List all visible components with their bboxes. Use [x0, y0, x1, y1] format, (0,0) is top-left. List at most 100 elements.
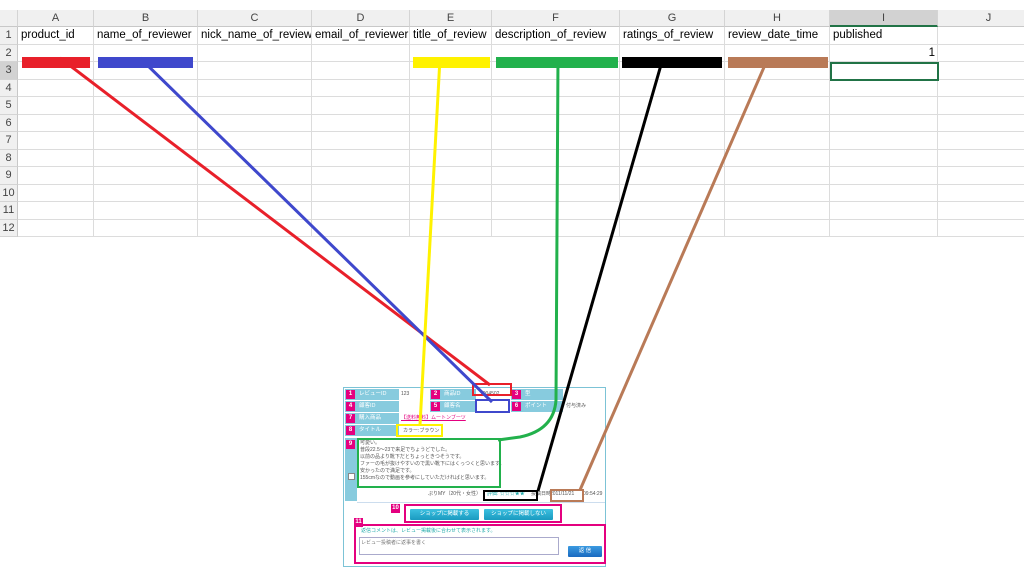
selected-cell-i3[interactable] — [830, 62, 939, 81]
cell[interactable] — [198, 219, 312, 237]
cell[interactable] — [312, 62, 410, 80]
column-header-I[interactable]: I — [830, 10, 938, 27]
publish-button[interactable]: ショップに掲載する — [410, 509, 479, 520]
header-cell[interactable]: description_of_review — [492, 27, 620, 45]
cell[interactable] — [620, 202, 725, 220]
cell[interactable] — [94, 132, 198, 150]
column-header-E[interactable]: E — [410, 10, 492, 27]
cell[interactable] — [492, 184, 620, 202]
cell[interactable] — [830, 219, 938, 237]
cell[interactable] — [312, 97, 410, 115]
cell[interactable] — [938, 132, 1024, 150]
cell[interactable] — [198, 202, 312, 220]
cell[interactable] — [620, 219, 725, 237]
cell[interactable] — [492, 149, 620, 167]
cell[interactable] — [492, 132, 620, 150]
column-header-F[interactable]: F — [492, 10, 620, 27]
send-button[interactable]: 返 信 — [568, 546, 602, 557]
cell[interactable] — [938, 185, 1024, 202]
cell[interactable] — [492, 202, 620, 220]
cell[interactable] — [938, 115, 1024, 132]
cell[interactable] — [198, 79, 312, 97]
cell[interactable] — [725, 149, 830, 167]
cell[interactable] — [725, 97, 830, 115]
cell[interactable] — [725, 79, 830, 97]
row-header-3[interactable]: 3 — [0, 62, 18, 80]
cell[interactable] — [725, 62, 830, 80]
cell[interactable] — [410, 79, 492, 97]
row-header-7[interactable]: 7 — [0, 132, 18, 150]
cell[interactable] — [312, 167, 410, 185]
row-header-5[interactable]: 5 — [0, 97, 18, 115]
cell[interactable] — [620, 149, 725, 167]
cell[interactable] — [830, 114, 938, 132]
cell[interactable] — [18, 184, 94, 202]
cell[interactable] — [94, 149, 198, 167]
header-cell[interactable]: ratings_of_review — [620, 27, 725, 45]
cell[interactable] — [410, 219, 492, 237]
header-cell[interactable]: nick_name_of_reviewer — [198, 27, 312, 45]
column-header-G[interactable]: G — [620, 10, 725, 27]
row-header-8[interactable]: 8 — [0, 149, 18, 167]
cell[interactable] — [198, 184, 312, 202]
cell[interactable] — [938, 167, 1024, 185]
select-all-corner[interactable] — [0, 10, 18, 27]
cell[interactable] — [198, 114, 312, 132]
cell[interactable] — [410, 97, 492, 115]
cell[interactable] — [725, 114, 830, 132]
row-header-6[interactable]: 6 — [0, 114, 18, 132]
reply-textarea[interactable] — [359, 537, 559, 555]
header-cell[interactable]: review_date_time — [725, 27, 830, 45]
header-cell[interactable]: title_of_review — [410, 27, 492, 45]
cell[interactable] — [938, 202, 1024, 220]
cell[interactable] — [830, 44, 938, 62]
header-cell[interactable]: email_of_reviewer — [312, 27, 410, 45]
unpublish-button[interactable]: ショップに掲載しない — [484, 509, 553, 520]
cell[interactable] — [18, 97, 94, 115]
cell[interactable] — [94, 167, 198, 185]
cell[interactable] — [410, 202, 492, 220]
column-header-J[interactable]: J — [938, 10, 1024, 27]
cell[interactable] — [725, 167, 830, 185]
cell[interactable] — [725, 132, 830, 150]
cell[interactable] — [620, 114, 725, 132]
cell[interactable] — [94, 114, 198, 132]
cell[interactable] — [620, 184, 725, 202]
cell[interactable] — [18, 167, 94, 185]
cell[interactable] — [492, 167, 620, 185]
row-header-9[interactable]: 9 — [0, 167, 18, 185]
cell[interactable] — [492, 114, 620, 132]
cell[interactable] — [198, 167, 312, 185]
select-checkbox[interactable] — [348, 473, 355, 480]
product-link[interactable]: 【送料無料】ムートンブーツ — [401, 415, 466, 421]
cell[interactable] — [620, 79, 725, 97]
cell[interactable] — [938, 27, 1024, 45]
cell[interactable] — [725, 184, 830, 202]
cell[interactable] — [18, 219, 94, 237]
header-cell[interactable]: published — [830, 27, 938, 45]
cell[interactable] — [18, 79, 94, 97]
column-header-H[interactable]: H — [725, 10, 830, 27]
cell[interactable] — [938, 62, 1024, 80]
cell[interactable] — [410, 167, 492, 185]
column-header-A[interactable]: A — [18, 10, 94, 27]
cell[interactable] — [938, 220, 1024, 237]
cell[interactable] — [938, 80, 1024, 97]
cell[interactable] — [198, 44, 312, 62]
cell[interactable] — [198, 97, 312, 115]
cell[interactable] — [94, 184, 198, 202]
cell[interactable] — [492, 79, 620, 97]
cell[interactable] — [18, 202, 94, 220]
row-header-4[interactable]: 4 — [0, 79, 18, 97]
cell[interactable] — [18, 149, 94, 167]
cell[interactable] — [725, 202, 830, 220]
cell[interactable] — [312, 202, 410, 220]
cell[interactable] — [410, 184, 492, 202]
cell[interactable] — [830, 97, 938, 115]
published-value-cell[interactable]: 1 — [928, 47, 935, 59]
cell[interactable] — [312, 114, 410, 132]
cell[interactable] — [830, 132, 938, 150]
cell[interactable] — [938, 45, 1024, 62]
header-cell[interactable]: product_id — [18, 27, 94, 45]
cell[interactable] — [830, 184, 938, 202]
